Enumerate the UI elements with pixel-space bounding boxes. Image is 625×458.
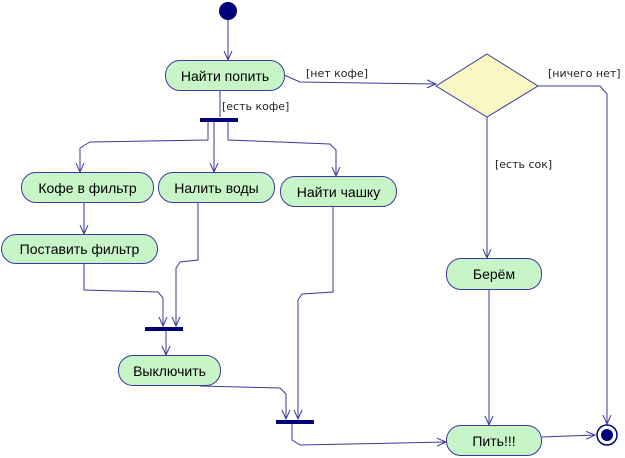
initial-node [219, 2, 237, 20]
decision-node [435, 53, 539, 118]
activity-switch-off[interactable]: Выключить [118, 355, 221, 386]
edge-fork-to-find-cup [227, 122, 336, 176]
final-node-inner [601, 429, 613, 441]
guard-has-coffee: [есть кофе] [222, 100, 290, 113]
activity-drink[interactable]: Пить!!! [446, 425, 542, 456]
activity-place-filter[interactable]: Поставить фильтр [1, 234, 158, 264]
edge-switch-to-join2 [199, 385, 286, 419]
edge-fork-to-coffee-filter [80, 122, 209, 172]
guard-has-juice: [есть сок] [495, 158, 553, 171]
guard-no-coffee: [нет кофе] [306, 67, 368, 80]
activity-take[interactable]: Берём [446, 258, 542, 290]
edge-cup-to-join2 [298, 207, 334, 419]
activity-coffee-filter[interactable]: Кофе в фильтр [21, 172, 154, 203]
join-bar-2 [276, 420, 314, 424]
edge-place-to-join [83, 264, 163, 326]
guard-nothing: [ничего нет] [548, 67, 621, 80]
activity-find-cup[interactable]: Найти чашку [280, 176, 397, 207]
activity-find-drink[interactable]: Найти попить [165, 60, 285, 91]
join-bar-1 [145, 327, 183, 331]
edge-no-coffee [283, 74, 436, 84]
edge-join2-to-drink [291, 424, 446, 445]
edge-water-to-join [176, 203, 199, 326]
activity-pour-water[interactable]: Налить воды [158, 172, 275, 203]
edge-nothing [538, 85, 607, 424]
edge-drink-to-final [541, 435, 595, 437]
fork-bar-1 [200, 118, 238, 122]
